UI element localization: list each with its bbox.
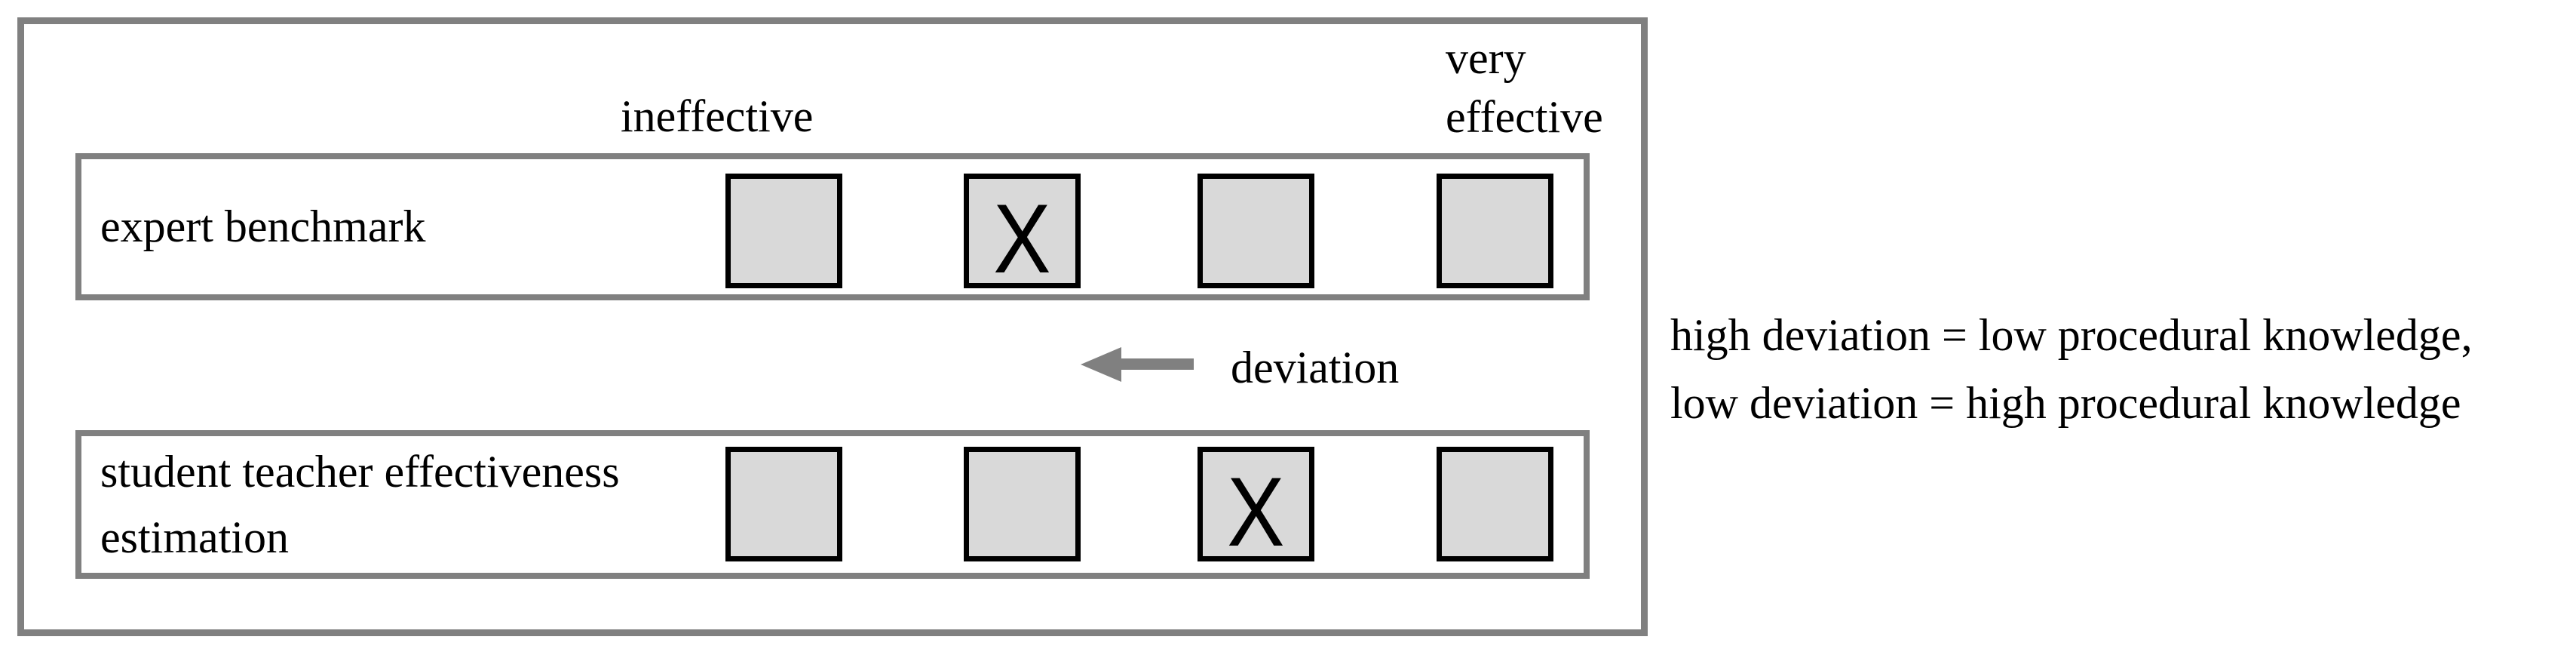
deviation-note-line1: high deviation = low procedural knowledg… <box>1670 310 2473 360</box>
scale-label-effective-line: effective <box>1446 92 1603 142</box>
deviation-arrow-icon <box>1081 347 1194 382</box>
expert-rating-box-3[interactable] <box>1198 174 1314 288</box>
arrow-shaft <box>1121 358 1194 370</box>
student-rating-box-4[interactable] <box>1437 447 1553 561</box>
deviation-note: high deviation = low procedural knowledg… <box>1670 301 2473 437</box>
arrow-head-left-icon <box>1081 347 1121 382</box>
expert-rating-box-4[interactable] <box>1437 174 1553 288</box>
x-mark-expert: X <box>993 183 1051 294</box>
expert-benchmark-row: expert benchmark X <box>75 153 1590 300</box>
student-estimation-label-line2: estimation <box>100 512 289 562</box>
expert-rating-box-2-marked[interactable]: X <box>964 174 1081 288</box>
expert-benchmark-label-line1: expert benchmark <box>100 201 426 251</box>
student-rating-box-1[interactable] <box>725 447 842 561</box>
student-rating-box-3-marked[interactable]: X <box>1198 447 1314 561</box>
deviation-note-line2: low deviation = high procedural knowledg… <box>1670 378 2461 428</box>
expert-benchmark-label: expert benchmark <box>81 159 425 294</box>
deviation-label: deviation <box>1231 343 1400 392</box>
student-estimation-label-line1: student teacher effectiveness <box>100 446 620 497</box>
expert-rating-box-1[interactable] <box>725 174 842 288</box>
scale-label-very-line: very <box>1446 33 1526 83</box>
scale-label-very-effective: very effective <box>1446 29 1603 146</box>
student-rating-box-2[interactable] <box>964 447 1081 561</box>
x-mark-student: X <box>1227 457 1285 567</box>
student-estimation-label: student teacher effectiveness estimation <box>81 436 620 573</box>
student-estimation-row: student teacher effectiveness estimation… <box>75 430 1590 579</box>
scale-label-ineffective: ineffective <box>621 91 814 141</box>
